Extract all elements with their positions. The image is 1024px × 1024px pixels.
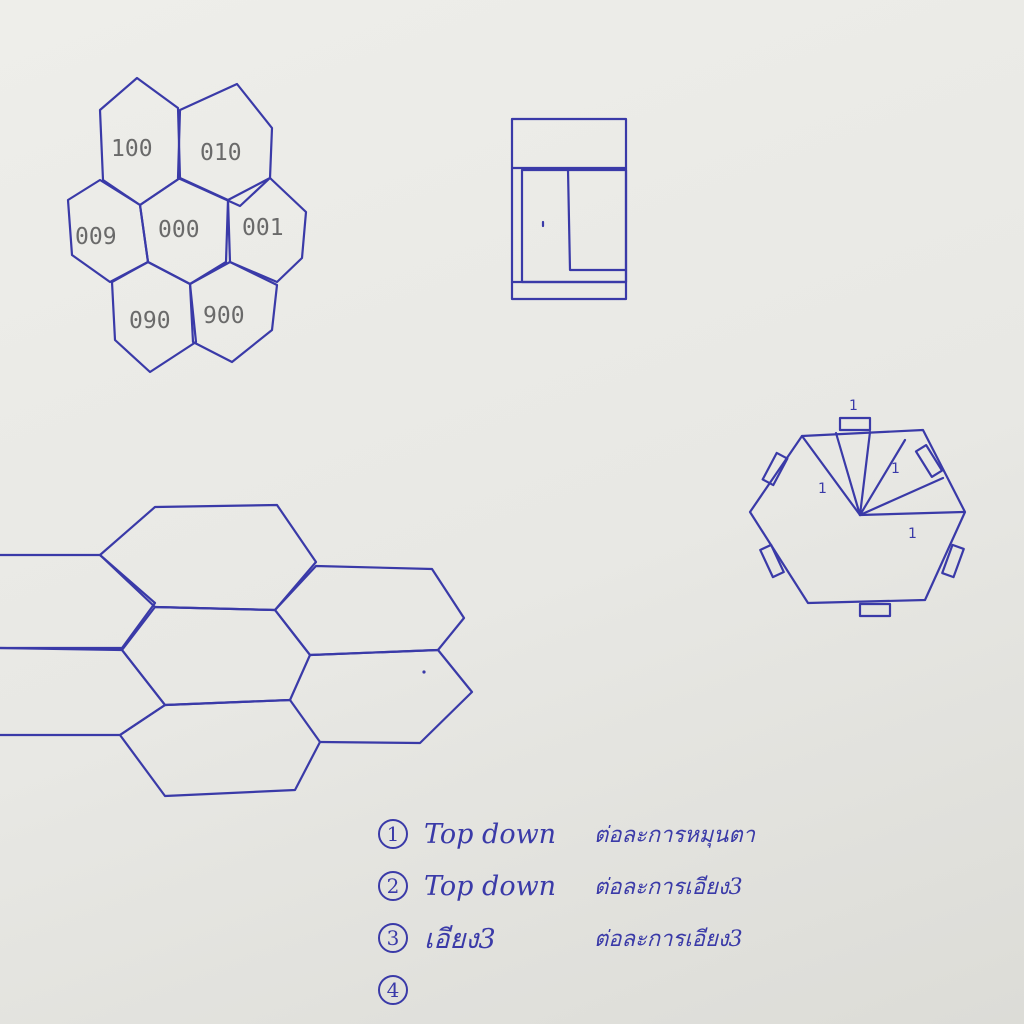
handwritten-notes-list: 1 Top down ต่อละการหมุนตา 2 Top down ต่อ… bbox=[378, 808, 978, 1016]
hex-cluster-sketch: 100 010 009 000 001 090 900 bbox=[66, 76, 308, 374]
hex-tiling-sketch bbox=[0, 503, 474, 798]
tile-right-lower bbox=[308, 648, 474, 745]
note-item-2: 2 Top down ต่อละการเอียง3 bbox=[378, 860, 978, 912]
hex-label-900: 900 bbox=[203, 303, 245, 329]
fan-spoke-4 bbox=[858, 438, 907, 517]
hex-cell-bottom-right bbox=[188, 260, 279, 364]
fan-label-left: 1 bbox=[818, 481, 827, 497]
note-detail-2: ต่อละการเอียง3 bbox=[594, 874, 743, 900]
tile-top bbox=[98, 503, 318, 612]
note-number-4: 4 bbox=[378, 975, 408, 1005]
connector-tab-top bbox=[838, 416, 872, 432]
connector-hex-outline bbox=[748, 428, 967, 605]
hex-connector-sketch: 1 1 1 1 bbox=[748, 398, 967, 618]
box-inner-panel bbox=[520, 168, 628, 284]
hex-label-100: 100 bbox=[111, 136, 153, 162]
note-item-4: 4 bbox=[378, 964, 978, 1016]
note-item-1: 1 Top down ต่อละการหมุนตา bbox=[378, 808, 978, 860]
fan-label-top: 1 bbox=[849, 398, 858, 414]
fan-label-bottom: 1 bbox=[908, 526, 917, 542]
hex-label-090: 090 bbox=[129, 308, 171, 334]
note-number-3: 3 bbox=[378, 923, 408, 953]
tile-right-upper bbox=[273, 564, 466, 657]
fan-spoke-5 bbox=[858, 476, 945, 517]
hex-label-000: 000 bbox=[158, 217, 200, 243]
hex-cell-top-right bbox=[176, 82, 274, 208]
hex-label-009: 009 bbox=[75, 224, 117, 250]
tile-center bbox=[120, 605, 312, 707]
hex-label-010: 010 bbox=[200, 140, 242, 166]
note-number-1: 1 bbox=[378, 819, 408, 849]
fan-spoke-2 bbox=[834, 431, 862, 517]
connector-tab-lower-right bbox=[941, 543, 965, 579]
fan-spoke-3 bbox=[858, 430, 872, 517]
note-number-2: 2 bbox=[378, 871, 408, 901]
connector-tab-upper-left bbox=[761, 451, 789, 487]
fan-spoke-1 bbox=[800, 434, 862, 517]
note-method-2: Top down bbox=[424, 870, 557, 902]
box-door-edge bbox=[566, 168, 628, 272]
hex-label-001: 001 bbox=[242, 215, 284, 241]
fan-spoke-6 bbox=[858, 510, 965, 517]
note-method-3: เอียง3 bbox=[424, 923, 496, 955]
connector-tab-bottom bbox=[858, 602, 892, 618]
tile-bottom bbox=[118, 698, 322, 798]
connector-tab-upper-right bbox=[914, 443, 944, 479]
note-detail-3: ต่อละการเอียง3 bbox=[594, 926, 743, 952]
tile-dot bbox=[422, 670, 426, 674]
fan-label-right: 1 bbox=[891, 461, 900, 477]
connector-tab-lower-left bbox=[759, 543, 785, 579]
note-item-3: 3 เอียง3 ต่อละการเอียง3 bbox=[378, 912, 978, 964]
note-method-1: Top down bbox=[424, 818, 557, 850]
hex-cell-middle-right bbox=[226, 176, 308, 284]
box-sketch bbox=[510, 117, 628, 301]
note-detail-1: ต่อละการหมุนตา bbox=[594, 822, 755, 848]
tile-left-upper bbox=[0, 553, 157, 650]
